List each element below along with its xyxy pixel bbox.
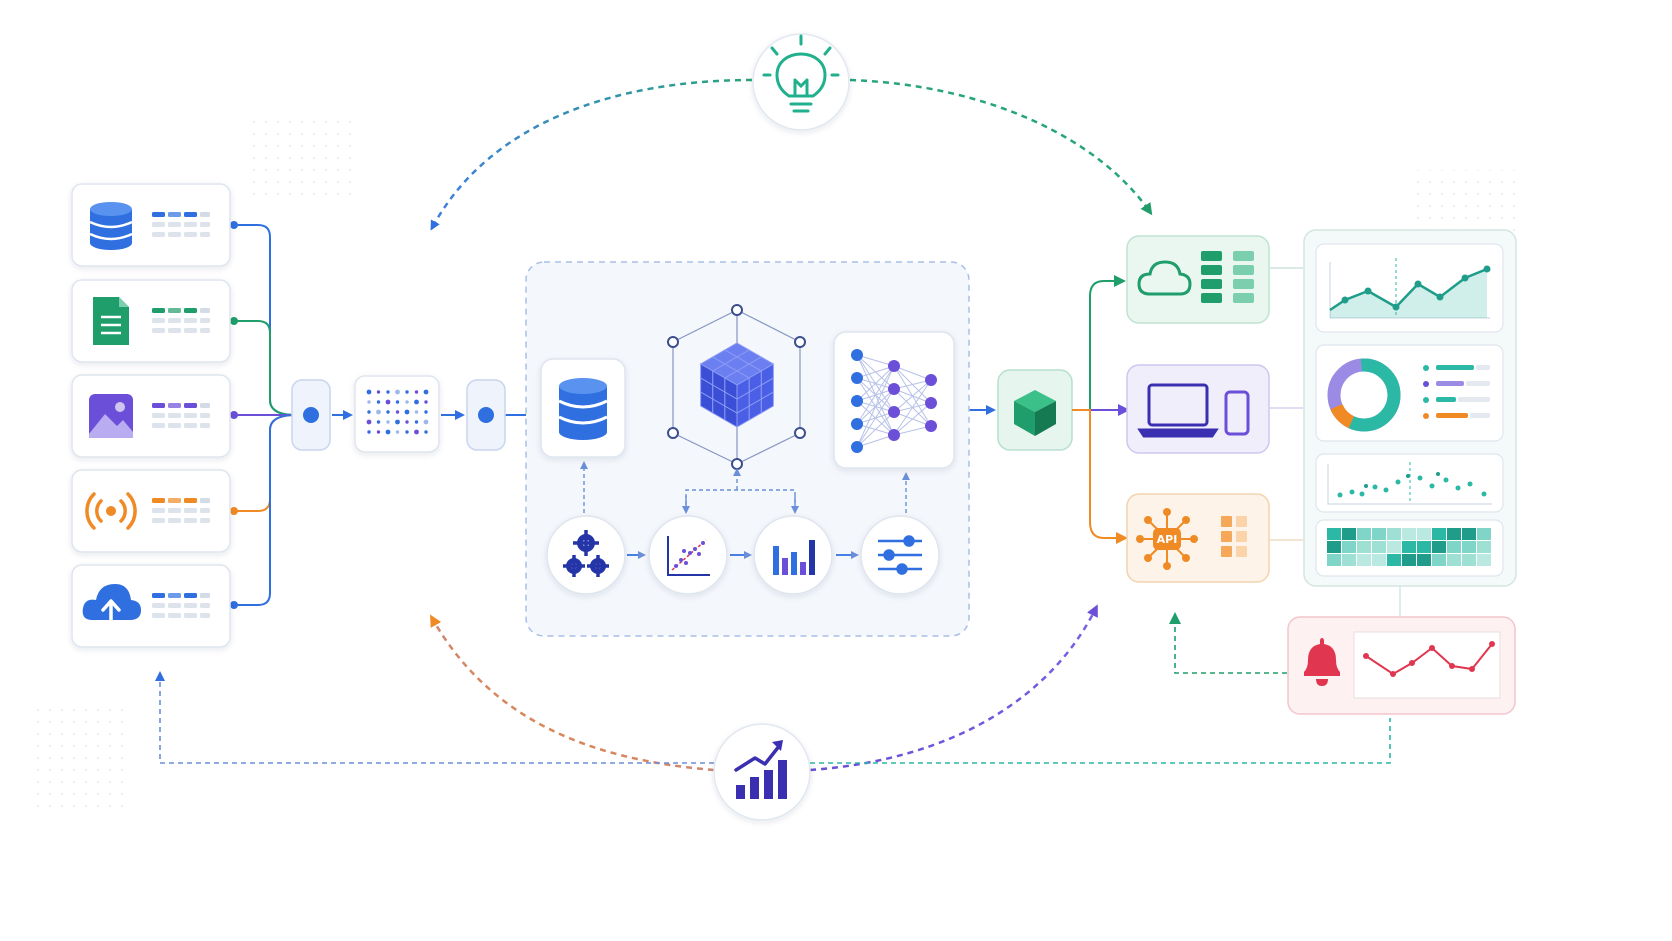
database-icon <box>89 202 133 250</box>
spreadsheet-document-icon <box>93 297 129 345</box>
area-line-chart-icon <box>1329 258 1491 319</box>
bar-chart-icon <box>773 540 815 575</box>
gears-icon <box>563 530 609 577</box>
laptop-mobile-icon <box>1137 383 1250 438</box>
warehouse-database-node <box>540 358 626 458</box>
background-dot-grid <box>1410 170 1520 240</box>
heatmap-icon <box>1327 528 1491 566</box>
database-icon <box>558 378 608 440</box>
source-record-marks <box>152 498 210 523</box>
analysis-step <box>648 515 728 595</box>
scatter-chart-icon <box>1327 462 1492 505</box>
source-card <box>71 279 231 363</box>
data-cube-node <box>667 304 806 470</box>
source-card <box>71 183 231 267</box>
source-record-marks <box>152 308 210 333</box>
cloud-server-icon <box>1137 251 1254 303</box>
transform-node-icon <box>478 407 494 423</box>
ingest-node-icon <box>303 407 319 423</box>
api-label: API <box>1157 533 1178 546</box>
cloud-deployment-card <box>1126 235 1270 324</box>
image-icon <box>89 394 133 438</box>
scatter-widget <box>1315 453 1504 513</box>
scatter-plot-icon <box>667 536 710 576</box>
model-package-node <box>997 369 1073 451</box>
donut-widget <box>1315 344 1504 442</box>
api-hub-icon: API <box>1136 508 1247 570</box>
alert-bell-icon <box>1304 638 1340 686</box>
feedback-loop-bottom <box>155 604 1391 772</box>
heatmap-widget <box>1315 519 1504 577</box>
transform-node <box>466 379 506 451</box>
ingest-node <box>291 379 331 451</box>
deployment-connectors <box>1072 267 1303 544</box>
cloud-upload-icon <box>82 584 141 624</box>
feature-engineering-step <box>546 515 626 595</box>
processing-step-connectors <box>580 461 910 559</box>
model-package-icon <box>1014 390 1056 436</box>
source-record-marks <box>152 212 210 237</box>
lightbulb-icon <box>762 34 840 113</box>
data-cube-icon <box>699 342 775 428</box>
sliders-icon <box>878 535 922 575</box>
source-record-marks <box>152 403 210 428</box>
data-points-grid-icon <box>366 389 429 435</box>
api-deployment-card: API <box>1126 493 1270 583</box>
alert-card <box>1287 616 1516 715</box>
growth-feedback-node <box>713 723 811 821</box>
source-card <box>71 564 231 648</box>
source-card <box>71 374 231 458</box>
neural-network-node <box>833 331 955 469</box>
alert-feedback-connector <box>1169 612 1287 674</box>
source-card <box>71 469 231 553</box>
trend-widget <box>1315 243 1504 333</box>
metrics-step <box>753 515 833 595</box>
signal-broadcast-icon <box>85 492 137 530</box>
tuning-step <box>860 515 940 595</box>
source-connectors <box>230 221 297 609</box>
data-source-cards <box>71 183 231 648</box>
background-dot-grid <box>246 112 356 202</box>
donut-chart-icon <box>1327 358 1490 432</box>
neural-network-icon <box>851 349 937 453</box>
source-record-marks <box>152 593 210 618</box>
data-points-grid-node <box>354 375 440 453</box>
feedback-loop-top <box>430 78 1153 231</box>
growth-chart-icon <box>734 740 787 799</box>
background-dot-grid <box>34 700 130 810</box>
device-deployment-card <box>1126 364 1270 454</box>
lightbulb-feedback-node <box>752 33 850 131</box>
